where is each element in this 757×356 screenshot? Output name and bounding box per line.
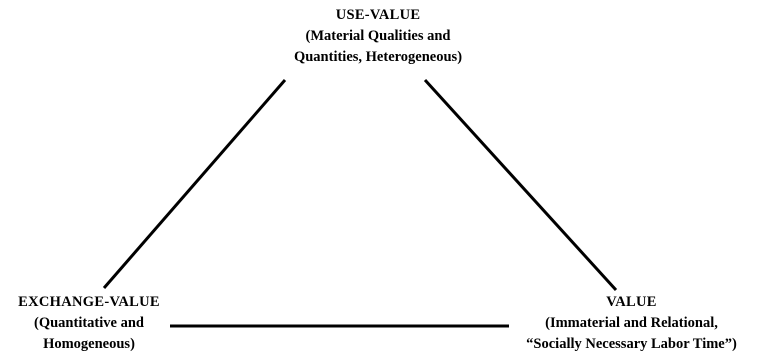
node-exchange-value-title: EXCHANGE-VALUE	[18, 294, 160, 310]
edge-use-value-to-value	[423, 78, 618, 292]
node-value: VALUE (Immaterial and Relational, “Socia…	[506, 292, 757, 355]
edge-use-value-to-exchange-value	[102, 79, 287, 289]
node-use-value-line2: Quantities, Heterogeneous)	[293, 49, 463, 65]
node-use-value-line1: (Material Qualities and	[305, 28, 451, 44]
node-value-line1: (Immaterial and Relational,	[545, 315, 718, 331]
node-use-value-title: USE-VALUE	[335, 7, 421, 23]
node-exchange-value-line2: Homogeneous)	[43, 336, 135, 352]
node-value-title: VALUE	[606, 294, 657, 310]
node-value-line2: “Socially Necessary Labor Time”)	[526, 336, 737, 352]
node-exchange-value: EXCHANGE-VALUE (Quantitative and Homogen…	[0, 292, 178, 355]
node-use-value: USE-VALUE (Material Qualities and Quanti…	[248, 5, 508, 68]
node-exchange-value-line1: (Quantitative and	[34, 315, 144, 331]
